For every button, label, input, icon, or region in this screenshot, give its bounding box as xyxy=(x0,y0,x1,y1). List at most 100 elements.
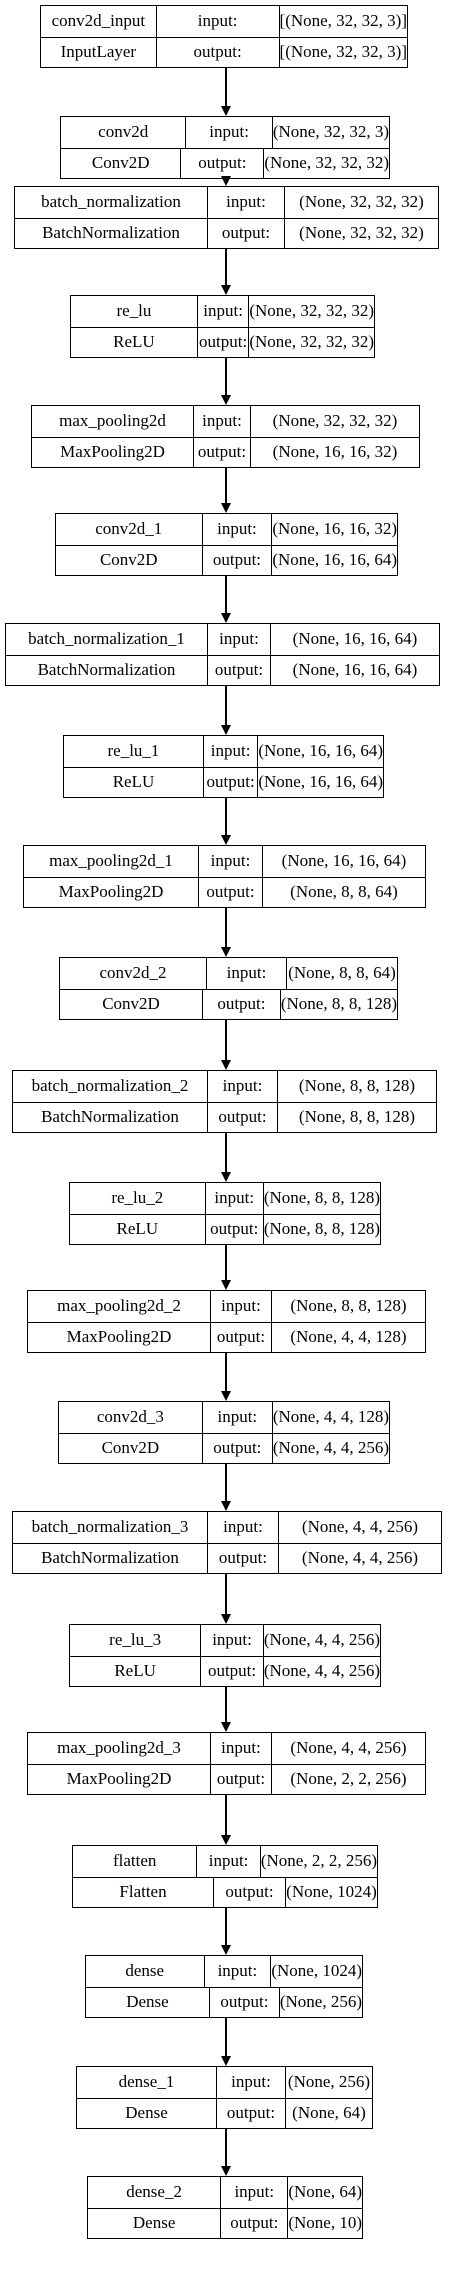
layer-type: Conv2D xyxy=(56,544,203,575)
layer-name: batch_normalization_2 xyxy=(13,1071,208,1102)
connector-arrow xyxy=(225,468,227,503)
arrow-head-icon xyxy=(221,1501,231,1511)
output-label: output: xyxy=(211,1321,272,1352)
connector-arrow xyxy=(225,798,227,835)
arrow-head-icon xyxy=(221,835,231,845)
input-label: input: xyxy=(217,2067,286,2098)
input-label: input: xyxy=(199,846,263,877)
input-label: input: xyxy=(203,1402,273,1433)
input-shape: (None, 8, 8, 128) xyxy=(290,1296,407,1316)
input-shape: (None, 8, 8, 128) xyxy=(263,1188,380,1208)
input-shape: (None, 16, 16, 32) xyxy=(272,519,397,539)
connector-arrow xyxy=(225,68,227,106)
connector-arrow xyxy=(225,576,227,613)
layer-name: max_pooling2d_3 xyxy=(28,1733,211,1764)
input-label: input: xyxy=(208,624,271,655)
layer-name: conv2d_2 xyxy=(60,958,207,989)
output-label: output: xyxy=(221,2207,289,2238)
output-shape: (None, 16, 16, 64) xyxy=(272,549,397,569)
input-shape: (None, 8, 8, 64) xyxy=(288,963,396,983)
layer-name: conv2d_3 xyxy=(59,1402,203,1433)
layer-name: dense xyxy=(86,1956,205,1987)
output-shape: (None, 32, 32, 32) xyxy=(264,152,389,172)
input-shape: (None, 4, 4, 128) xyxy=(272,1407,389,1427)
layer-type: ReLU xyxy=(71,326,198,357)
output-label: output: xyxy=(199,876,263,907)
connector-arrow xyxy=(225,686,227,725)
layer-name: max_pooling2d_1 xyxy=(24,846,199,877)
input-label: input: xyxy=(207,958,287,989)
input-shape: (None, 32, 32, 32) xyxy=(249,301,374,321)
layer-type: Conv2D xyxy=(61,147,182,178)
input-shape: (None, 16, 16, 64) xyxy=(292,629,418,649)
layer-type: InputLayer xyxy=(41,36,157,67)
input-shape: (None, 4, 4, 256) xyxy=(301,1517,419,1537)
layer-name: dense_2 xyxy=(88,2177,222,2208)
layer-name: flatten xyxy=(73,1846,198,1877)
arrow-head-icon xyxy=(221,2166,231,2176)
arrow-head-icon xyxy=(221,1060,231,1070)
layer-type: BatchNormalization xyxy=(15,217,208,248)
output-label: output: xyxy=(198,326,250,357)
layer-type: MaxPooling2D xyxy=(32,436,194,467)
input-label: input: xyxy=(208,1512,279,1543)
arrow-head-icon xyxy=(221,1391,231,1401)
output-shape: (None, 16, 16, 64) xyxy=(292,659,418,679)
connector-arrow xyxy=(225,1908,227,1945)
input-label: input: xyxy=(208,1071,278,1102)
layer-name: batch_normalization_3 xyxy=(13,1512,208,1543)
connector-arrow xyxy=(225,358,227,395)
output-label: output: xyxy=(208,654,271,685)
output-shape: (None, 32, 32, 32) xyxy=(299,222,424,242)
connector-arrow xyxy=(225,249,227,285)
input-label: input: xyxy=(211,1291,272,1322)
output-shape: (None, 16, 16, 32) xyxy=(272,441,398,461)
layer-name: re_lu_1 xyxy=(64,736,204,767)
arrow-head-icon xyxy=(221,176,231,186)
layer-type: ReLU xyxy=(70,1213,206,1244)
output-label: output: xyxy=(203,544,273,575)
input-label: input: xyxy=(186,117,273,148)
layer-type: BatchNormalization xyxy=(13,1101,208,1132)
layer-type: Flatten xyxy=(73,1876,214,1907)
layer-type: MaxPooling2D xyxy=(24,876,199,907)
output-shape: (None, 2, 2, 256) xyxy=(290,1768,407,1788)
arrow-head-icon xyxy=(221,285,231,295)
output-shape: (None, 4, 4, 256) xyxy=(301,1547,419,1567)
connector-arrow xyxy=(225,908,227,947)
input-shape: (None, 16, 16, 64) xyxy=(258,741,383,761)
layer-name: batch_normalization_1 xyxy=(6,624,208,655)
output-label: output: xyxy=(203,988,281,1019)
layer-type: Dense xyxy=(77,2097,217,2128)
arrow-head-icon xyxy=(221,1172,231,1182)
output-label: output: xyxy=(203,1432,273,1463)
connector-arrow xyxy=(225,1020,227,1060)
